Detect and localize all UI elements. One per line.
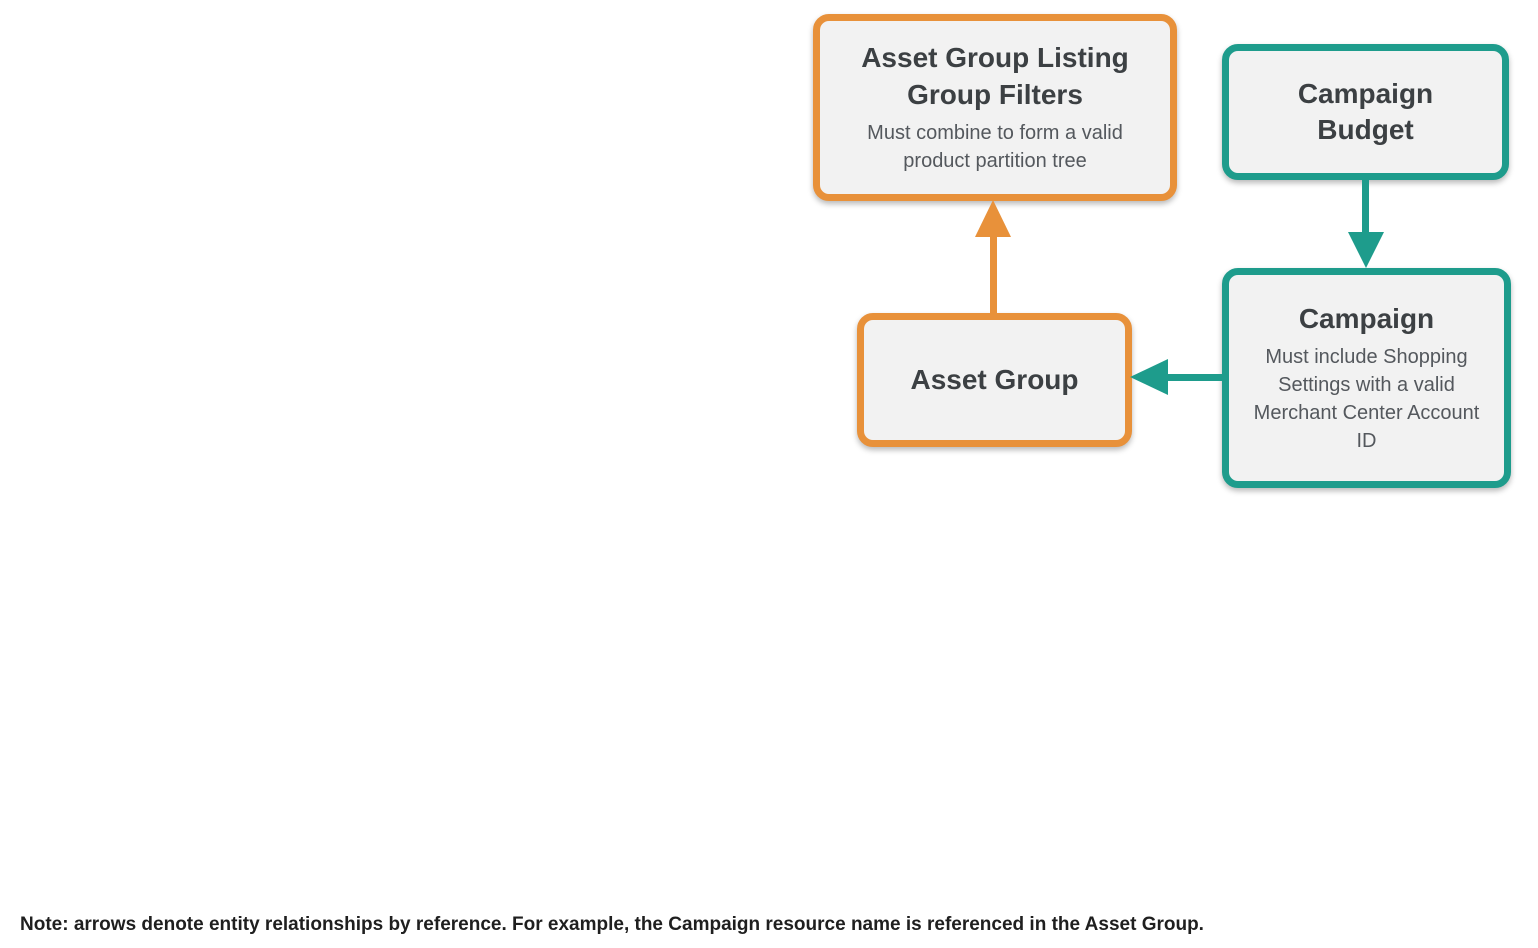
node-title: Campaign [1298,302,1435,334]
arrow-asset-group-to-listing-filters-arrowhead-icon [975,200,1011,237]
node-title: Asset Group Listing Group Filters [861,42,1129,110]
node-asset-group: Asset Group [857,313,1132,447]
arrow-campaign-to-asset-group-shaft [1164,374,1222,381]
footnote: Note: arrows denote entity relationships… [20,914,1204,935]
arrow-asset-group-to-listing-filters-shaft [990,234,997,314]
node-campaign: Campaign Must include Shopping Settings … [1222,268,1511,488]
node-campaign-budget: Campaign Budget [1222,44,1509,180]
node-subtitle: Must combine to form a valid product par… [867,121,1123,172]
arrow-campaign-budget-to-campaign-shaft [1362,178,1369,236]
node-title: Campaign Budget [1297,77,1434,145]
arrow-campaign-to-asset-group-arrowhead-icon [1130,359,1168,395]
node-asset-group-listing-group-filters: Asset Group Listing Group Filters Must c… [813,14,1177,201]
node-title: Asset Group [910,363,1079,395]
node-subtitle: Must include Shopping Settings with a va… [1253,346,1480,453]
arrow-campaign-budget-to-campaign-arrowhead-icon [1348,232,1384,268]
